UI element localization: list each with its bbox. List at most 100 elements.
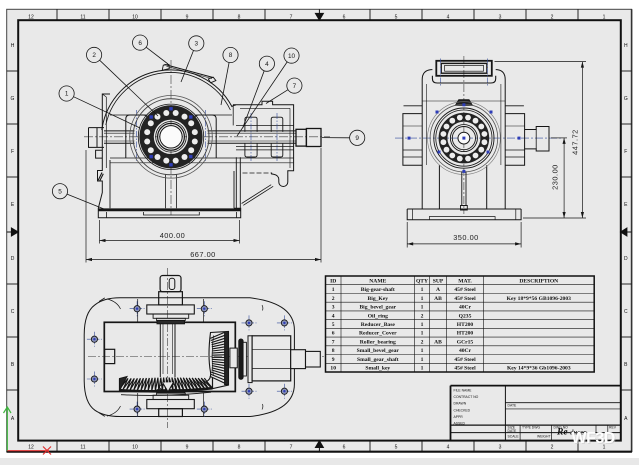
svg-text:6: 6 [343,15,346,21]
svg-text:Reducer_Base: Reducer_Base [361,322,396,328]
svg-text:Re: Re [556,427,568,438]
svg-text:HT200: HT200 [457,322,474,328]
svg-text:NAME: NAME [369,278,386,284]
svg-text:40Cr: 40Cr [459,305,472,311]
svg-text:Small_gear_shaft: Small_gear_shaft [357,357,399,363]
svg-text:230.00: 230.00 [551,164,560,190]
svg-text:667.00: 667.00 [190,250,216,259]
svg-text:MAT.: MAT. [458,278,472,284]
svg-text:11: 11 [80,15,85,21]
svg-text:9: 9 [355,135,359,142]
svg-text:F: F [624,149,627,155]
svg-text:2: 2 [92,52,96,59]
svg-text:WF3D: WF3D [572,430,615,447]
svg-text:5: 5 [395,445,398,451]
svg-text:D: D [11,256,15,262]
svg-text:SUP: SUP [433,278,444,284]
svg-text:B: B [624,362,628,368]
svg-text:9: 9 [186,445,189,451]
svg-text:4: 4 [447,15,450,21]
svg-text:G: G [624,96,628,102]
svg-text:Q235: Q235 [459,313,472,319]
svg-text:2: 2 [551,445,554,451]
svg-text:Big-gear-shaft: Big-gear-shaft [361,287,395,293]
svg-text:10: 10 [288,53,296,60]
svg-text:12: 12 [28,445,34,451]
svg-text:45# Steel: 45# Steel [454,296,476,302]
svg-text:Small_bevel_gear: Small_bevel_gear [357,348,400,354]
svg-text:Roller_bearing: Roller_bearing [360,340,396,346]
svg-text:Big_Key: Big_Key [368,296,389,302]
svg-text:H: H [11,43,15,49]
svg-text:ducer: ducer [570,429,587,437]
svg-text:Oil_ring: Oil_ring [368,313,388,319]
svg-text:1: 1 [332,287,335,293]
svg-text:CHECKED: CHECKED [454,408,471,412]
svg-text:10: 10 [132,445,138,451]
svg-text:2: 2 [332,296,335,302]
svg-text:AB: AB [434,296,442,302]
svg-text:1: 1 [421,348,424,354]
svg-text:45# Steel: 45# Steel [454,287,476,293]
svg-text:B: B [11,362,15,368]
svg-text:2: 2 [421,340,424,346]
svg-text:REV: REV [609,426,617,430]
svg-text:Small_key: Small_key [365,366,390,372]
svg-text:1: 1 [421,287,424,293]
svg-text:G: G [11,96,15,102]
svg-text:C: C [624,309,628,315]
svg-text:5: 5 [58,188,62,195]
svg-text:7: 7 [293,83,297,90]
svg-text:DATE: DATE [508,429,518,433]
svg-text:8: 8 [332,348,335,354]
svg-text:1: 1 [421,305,424,311]
svg-text:DWG NO: DWG NO [554,426,569,430]
svg-text:A: A [436,287,440,293]
svg-text:SCALE: SCALE [508,435,520,439]
svg-text:H: H [624,43,628,49]
svg-text:1: 1 [421,296,424,302]
svg-text:ASSED: ASSED [454,422,466,426]
svg-text:7: 7 [290,445,293,451]
svg-text:2: 2 [551,15,554,21]
svg-text:DATE: DATE [508,404,518,408]
svg-text:400.00: 400.00 [160,231,186,240]
svg-text:8: 8 [238,15,241,21]
svg-text:6: 6 [138,40,142,47]
svg-text:3: 3 [332,305,335,311]
svg-text:APPR: APPR [454,415,464,419]
svg-text:447.72: 447.72 [571,129,580,155]
svg-text:1: 1 [421,366,424,372]
svg-text:8: 8 [238,445,241,451]
svg-text:Key 14*9*36 Gb1096-2003: Key 14*9*36 Gb1096-2003 [507,366,571,372]
svg-text:40Cr: 40Cr [459,348,472,354]
svg-text:C: C [11,309,15,315]
svg-text:DESCRIPTION: DESCRIPTION [519,278,558,284]
svg-text:4: 4 [265,61,269,68]
svg-text:2: 2 [421,313,424,319]
svg-text:FILE NAME: FILE NAME [454,389,473,393]
svg-text:6: 6 [343,445,346,451]
svg-text:1: 1 [421,357,424,363]
svg-text:E: E [624,202,628,208]
svg-text:12: 12 [28,15,34,21]
svg-text:QTY: QTY [416,278,428,284]
svg-text:9: 9 [186,15,189,21]
svg-text:4: 4 [332,313,335,319]
svg-text:5: 5 [332,322,335,328]
svg-text:A: A [624,416,628,422]
svg-text:TYPE DWG: TYPE DWG [522,426,540,430]
svg-text:HT200: HT200 [457,331,474,337]
svg-text:Big_bevel_gear: Big_bevel_gear [359,305,396,311]
svg-text:WEIGHT: WEIGHT [537,435,551,439]
svg-text:WF3D: WF3D [573,431,616,448]
svg-text:DRAWN: DRAWN [454,402,467,406]
svg-text:Key 18*9*56 GB1096-2003: Key 18*9*56 GB1096-2003 [507,296,572,302]
svg-text:5: 5 [395,15,398,21]
svg-text:10: 10 [330,366,336,372]
svg-text:SIZE: SIZE [508,426,516,430]
svg-text:3: 3 [499,15,502,21]
svg-text:ID: ID [330,278,336,284]
svg-text:1: 1 [603,445,606,451]
svg-text:1: 1 [421,331,424,337]
